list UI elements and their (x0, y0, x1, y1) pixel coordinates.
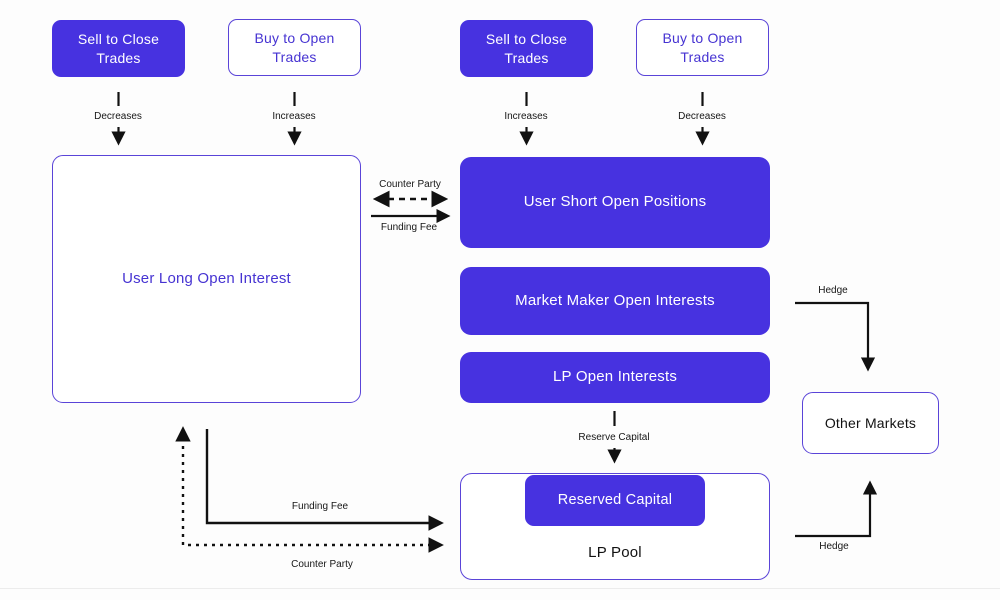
box-user-long-open-interest: User Long Open Interest (52, 155, 361, 403)
label-counter-party-top: Counter Party (379, 179, 441, 190)
label-increases-right: Increases (504, 111, 548, 122)
label-funding-fee-top: Funding Fee (380, 222, 438, 233)
bottom-separator-line (0, 588, 1000, 589)
label-funding-fee-bottom: Funding Fee (291, 501, 349, 512)
box-lp-open-interests: LP Open Interests (460, 352, 770, 403)
label-increases-left: Increases (272, 111, 316, 122)
label-reserve-capital: Reserve Capital (578, 432, 650, 443)
box-user-short-open-positions: User Short Open Positions (460, 157, 770, 248)
arrow-hedge-top (795, 301, 876, 372)
box-buy-to-open-left: Buy to Open Trades (228, 19, 361, 76)
label-decreases-right: Decreases (678, 111, 726, 122)
label-counter-party-bottom: Counter Party (291, 559, 353, 570)
box-reserved-capital: Reserved Capital (525, 475, 705, 526)
label-hedge-top: Hedge (818, 285, 848, 296)
label-decreases-left: Decreases (94, 111, 142, 122)
top-down-arrows (111, 92, 710, 146)
box-market-maker-open-interests: Market Maker Open Interests (460, 267, 770, 335)
arrow-hedge-bottom (795, 480, 878, 538)
label-hedge-bottom: Hedge (819, 541, 849, 552)
box-buy-to-open-right: Buy to Open Trades (636, 19, 769, 76)
box-sell-to-close-right: Sell to Close Trades (460, 20, 593, 77)
arrow-counter-party-bottom (175, 426, 444, 553)
box-other-markets: Other Markets (802, 392, 939, 454)
box-sell-to-close-left: Sell to Close Trades (52, 20, 185, 77)
